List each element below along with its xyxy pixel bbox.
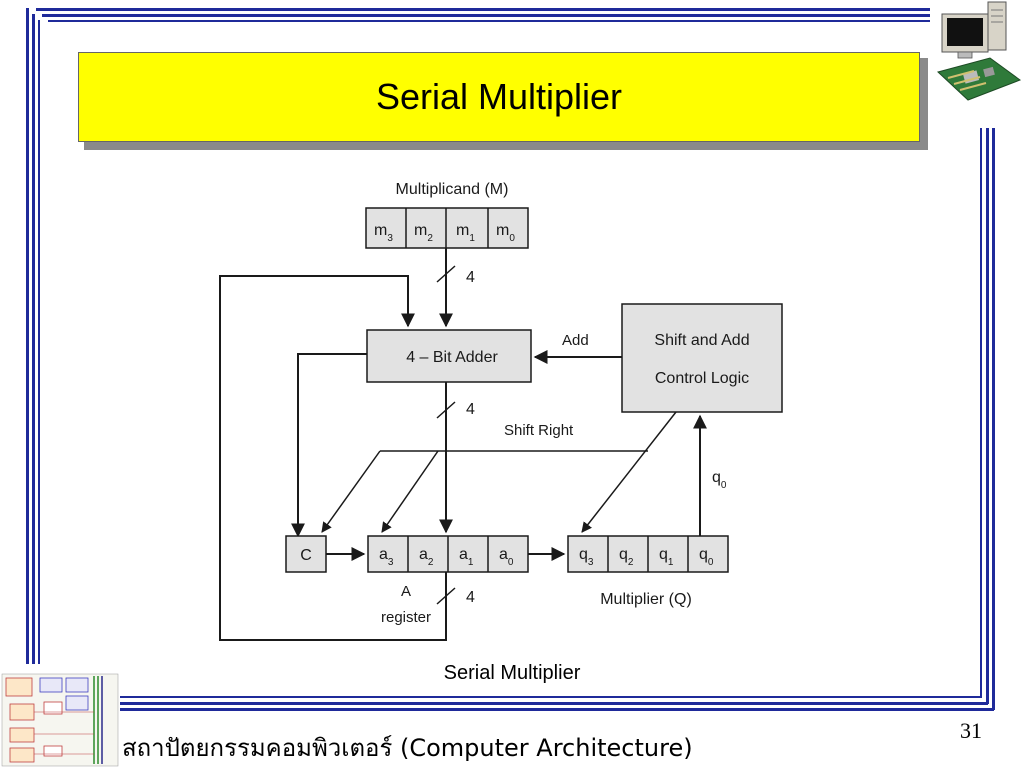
frame-bottom-line-3 [120,708,994,711]
title-box: Serial Multiplier [78,52,920,142]
frame-left-line-2 [32,14,35,664]
carry-label: C [300,547,312,564]
bus-width-label-2: 4 [466,401,475,418]
add-signal-label: Add [562,332,589,349]
frame-right-line-2 [992,128,995,710]
bus-width-label-3: 4 [466,589,475,606]
frame-bottom-line-1 [120,696,982,698]
frame-left-line-3 [38,20,40,664]
q0-signal-label: q0 [712,469,727,491]
bus-slash-3 [436,587,456,605]
multiplier-label: Multiplier (Q) [600,591,692,608]
bus-width-label-1: 4 [466,269,475,286]
feedback-loop-line [219,275,447,641]
slide-title: Serial Multiplier [375,76,623,117]
computer-icon [937,1,1022,101]
diagram-caption: Serial Multiplier [443,662,581,684]
bit-adder-label: 4 – Bit Adder [406,349,498,366]
bit-adder-box: 4 – Bit Adder [366,329,532,383]
q-bit-2: q2 [619,546,634,568]
frame-left-line-1 [26,8,29,664]
multiplicand-bit-0: m0 [496,222,515,244]
a-bit-0: a0 [499,546,514,568]
frame-bottom-line-2 [120,702,988,705]
q-register: q3 q2 q1 q0 [567,535,729,573]
control-logic-box: Shift and Add Control Logic [621,303,783,413]
carry-out-line [291,353,367,538]
page-number: 31 [960,718,982,743]
multiplicand-label: Multiplicand (M) [396,181,509,198]
bus-slash-1 [436,265,456,283]
frame-top-line-1 [36,8,930,11]
frame-top-line-2 [42,14,930,17]
q-bit-3: q3 [579,546,594,568]
shift-right-to-q-arrow [581,411,677,533]
q-bit-1: q1 [659,546,674,568]
bus-slash-2 [436,401,456,419]
mini-system-diagram-icon [1,673,119,767]
multiplicand-bit-3: m3 [374,222,393,244]
a-register-label-line-2: register [381,609,431,626]
footer-course-title: สถาปัตยกรรมคอมพิวเตอร์ (Computer Archite… [122,734,693,762]
a-bit-1: a1 [459,546,474,568]
a-register: a3 a2 a1 a0 [367,535,529,573]
frame-top-line-3 [48,20,930,22]
shift-right-label: Shift Right [504,422,574,439]
control-logic-line-1: Shift and Add [654,332,749,349]
a-register-label-line-1: A [401,583,411,600]
multiplicand-bit-2: m2 [414,222,433,244]
multiplicand-bit-1: m1 [456,222,475,244]
a-bit-3: a3 [379,546,394,568]
shift-right-to-c-arrow [321,450,381,533]
frame-right-line-3 [980,128,982,698]
a-bit-2: a2 [419,546,434,568]
carry-register: C [285,535,327,573]
q-bit-0: q0 [699,546,714,568]
control-logic-line-2: Control Logic [655,370,749,387]
frame-right-line-1 [986,128,989,704]
multiplicand-register: m3 m2 m1 m0 [365,207,529,249]
shift-right-to-a-arrow [381,450,439,533]
